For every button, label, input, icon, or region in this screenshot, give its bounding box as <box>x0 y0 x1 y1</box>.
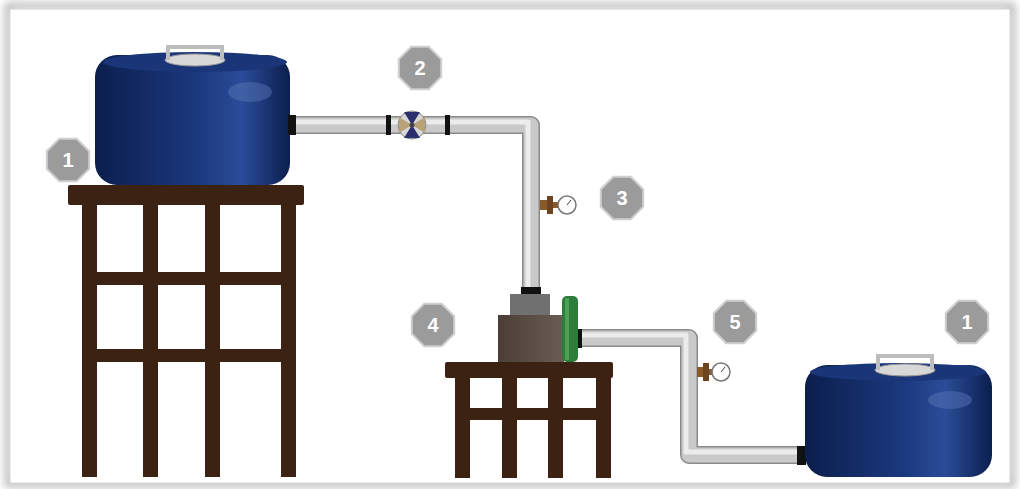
callout-badge <box>714 301 756 343</box>
pump-stand <box>445 362 613 478</box>
callout-badge <box>412 304 454 346</box>
callout: 1 <box>945 300 989 344</box>
frame-shadow <box>8 6 1012 484</box>
callout-number: 1 <box>62 150 73 170</box>
upper-tank <box>95 47 290 185</box>
callout-number: 5 <box>729 312 740 332</box>
callout: 4 <box>411 303 455 347</box>
callout: 2 <box>398 46 442 90</box>
callout-number: 1 <box>961 312 972 332</box>
valve <box>398 111 426 139</box>
callout: 3 <box>600 176 644 220</box>
suction-pipe <box>288 115 541 295</box>
suction-gauge <box>540 196 576 214</box>
tank-stand <box>68 185 304 477</box>
callout-number: 4 <box>427 315 438 335</box>
callout-badge <box>47 139 89 181</box>
callout-number: 3 <box>616 188 627 208</box>
discharge-pipe <box>576 329 806 465</box>
callout-badge <box>601 177 643 219</box>
callout: 1 <box>46 138 90 182</box>
callout-number: 2 <box>414 58 425 78</box>
callout-badge <box>946 301 988 343</box>
callout-badge <box>399 47 441 89</box>
discharge-gauge <box>697 363 730 381</box>
frame <box>10 9 1010 483</box>
callout: 5 <box>713 300 757 344</box>
pump <box>498 294 578 362</box>
lower-tank <box>805 356 992 477</box>
